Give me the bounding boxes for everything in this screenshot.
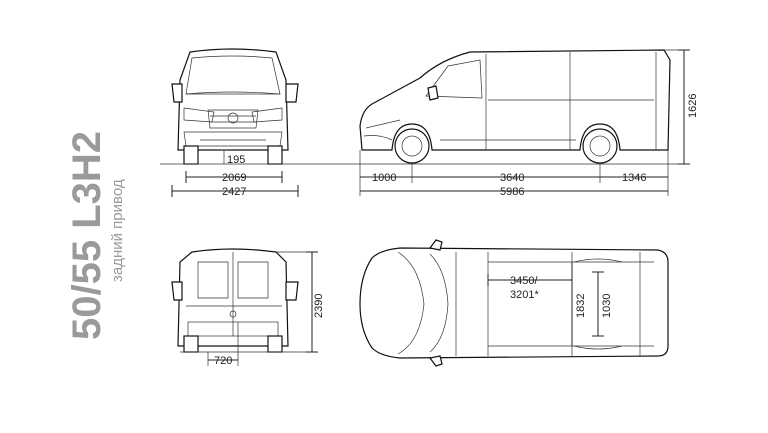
side-dimensions: 1000 3640 1346 5986 xyxy=(359,150,669,198)
front-left-mirror xyxy=(171,83,183,103)
front-logo xyxy=(227,112,239,124)
dim-wheelbase: 3640 xyxy=(500,172,524,184)
front-view: 195 xyxy=(171,48,299,166)
model-title: 50/55 L3H2 xyxy=(65,131,109,340)
dim-length: 5986 xyxy=(500,186,524,198)
front-right-mirror xyxy=(285,83,299,103)
rear-right-mirror xyxy=(285,281,299,301)
rear-right-wheel xyxy=(267,335,283,353)
top-right-mirror xyxy=(428,355,443,367)
side-front-wheel xyxy=(394,128,430,164)
side-rear-wheel xyxy=(582,128,618,164)
top-view: 3450/ 3201* 1832 1030 xyxy=(359,239,669,367)
side-view: 1626 xyxy=(359,49,699,165)
dim-cargo-width: 1832 xyxy=(575,294,587,318)
front-dimensions: 2069 2427 xyxy=(171,171,299,198)
rear-view: 2390 720 xyxy=(171,248,325,367)
dim-cargo-length-b: 3201* xyxy=(510,289,539,301)
dim-cargo-width-arches: 1030 xyxy=(601,294,613,318)
dim-rear-height: 2390 xyxy=(313,294,325,318)
dim-cargo-length-a: 3450/ xyxy=(510,275,538,287)
rear-left-wheel xyxy=(183,335,199,353)
dim-ground-clearance: 195 xyxy=(227,154,245,166)
dim-front-overhang: 1000 xyxy=(372,172,396,184)
dim-rear-step: 720 xyxy=(214,355,232,367)
front-right-wheel xyxy=(267,145,283,165)
front-left-wheel xyxy=(183,145,199,165)
rear-left-mirror xyxy=(171,281,183,301)
dim-width-mirrors: 2427 xyxy=(222,186,246,198)
dim-height: 1626 xyxy=(687,94,699,118)
side-mirror xyxy=(427,85,439,101)
dim-front-track: 2069 xyxy=(222,172,246,184)
top-left-mirror xyxy=(428,239,443,251)
dim-rear-overhang: 1346 xyxy=(622,172,646,184)
drive-subtitle: задний привод xyxy=(109,179,126,282)
title-block: 50/55 L3H2 задний привод xyxy=(65,131,126,340)
